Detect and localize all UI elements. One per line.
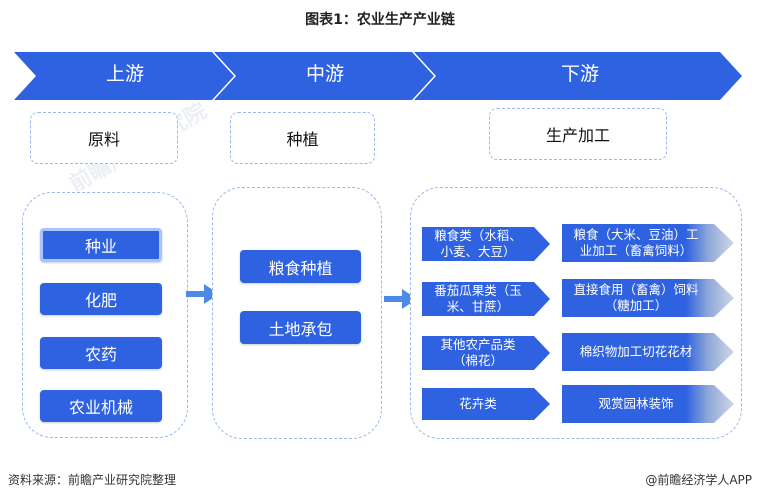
downstream-header-box: 生产加工 [489, 108, 667, 160]
downstream-product-other[interactable]: 棉织物加工切花花材 [562, 333, 734, 371]
midstream-item-grain-planting[interactable]: 粮食种植 [240, 250, 361, 283]
midstream-item-land-contract[interactable]: 土地承包 [240, 311, 361, 344]
upstream-header-box: 原料 [30, 112, 178, 164]
stage-label-upstream: 上游 [105, 63, 144, 85]
downstream-product-flower[interactable]: 观赏园林装饰 [562, 385, 734, 423]
downstream-category-grain[interactable]: 粮食类（水稻、小麦、大豆） [422, 227, 550, 261]
downstream-product-grain[interactable]: 粮食（大米、豆油）工业加工（畜禽饲料） [562, 224, 734, 262]
downstream-header-label: 生产加工 [545, 126, 610, 145]
chart-title: 图表1：农业生产产业链 [305, 12, 455, 28]
stage-label-downstream: 下游 [560, 63, 599, 85]
downstream-chevron [414, 52, 742, 100]
midstream-header-label: 种植 [286, 130, 319, 149]
source-note: 资料来源：前瞻产业研究院整理 [8, 473, 177, 487]
downstream-product-fruit[interactable]: 直接食用（畜禽）饲料（糖加工） [562, 279, 734, 317]
flow-arrow-icon [384, 289, 417, 309]
stage-label-midstream: 中游 [305, 63, 344, 85]
upstream-chevron [14, 52, 234, 100]
upstream-header-label: 原料 [87, 130, 120, 149]
flow-arrow-icon [186, 284, 219, 304]
upstream-item-fertilizer[interactable]: 化肥 [40, 283, 162, 315]
downstream-category-flower[interactable]: 花卉类 [422, 388, 550, 420]
downstream-category-other[interactable]: 其他农产品类（棉花） [422, 336, 550, 370]
midstream-chevron [214, 52, 434, 100]
upstream-item-seed[interactable]: 种业 [40, 228, 162, 262]
brand-note: @前瞻经济学人APP [645, 473, 752, 487]
upstream-item-machinery[interactable]: 农业机械 [40, 390, 162, 422]
upstream-item-pesticide[interactable]: 农药 [40, 337, 162, 369]
stage-chevron-band [14, 52, 742, 100]
downstream-category-fruit[interactable]: 番茄瓜果类（玉米、甘蔗） [422, 282, 550, 316]
midstream-header-box: 种植 [230, 112, 375, 164]
